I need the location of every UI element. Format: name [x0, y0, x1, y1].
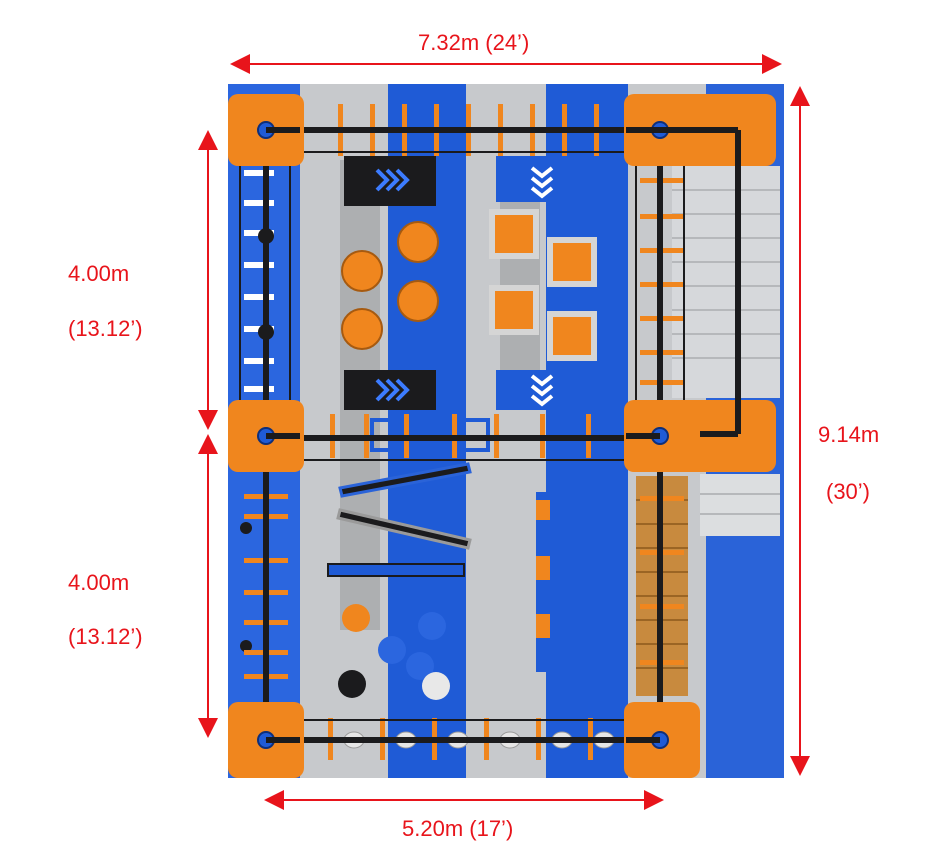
left-lower-m-label: 4.00m	[68, 570, 130, 595]
left-lower-ft-label: (13.12’)	[68, 624, 143, 649]
orange-balls	[341, 221, 439, 350]
stair-block-upper	[672, 166, 780, 398]
right-height-m-label: 9.14m	[818, 422, 880, 447]
left-upper-m-label: 4.00m	[68, 261, 130, 286]
orange-square-steps	[489, 209, 597, 361]
frame-over-pads	[266, 127, 741, 743]
vertical-post	[536, 492, 550, 672]
right-height-ft-label: (30’)	[826, 479, 871, 504]
chevron-pad-black-bottom	[344, 370, 436, 410]
top-width-label: 7.32m (24’)	[418, 30, 530, 55]
chevron-pad-black-top	[344, 156, 436, 206]
bottom-width-label: 5.20m (17’)	[402, 816, 514, 841]
stair-block-lower	[700, 474, 780, 536]
left-upper-ft-label: (13.12’)	[68, 316, 143, 341]
balance-beams	[327, 462, 472, 577]
chevron-pad-blue-top	[496, 156, 590, 202]
dimension-lines	[198, 54, 810, 810]
chevron-pad-blue-bottom	[496, 370, 590, 410]
bottom-balls	[338, 604, 450, 700]
